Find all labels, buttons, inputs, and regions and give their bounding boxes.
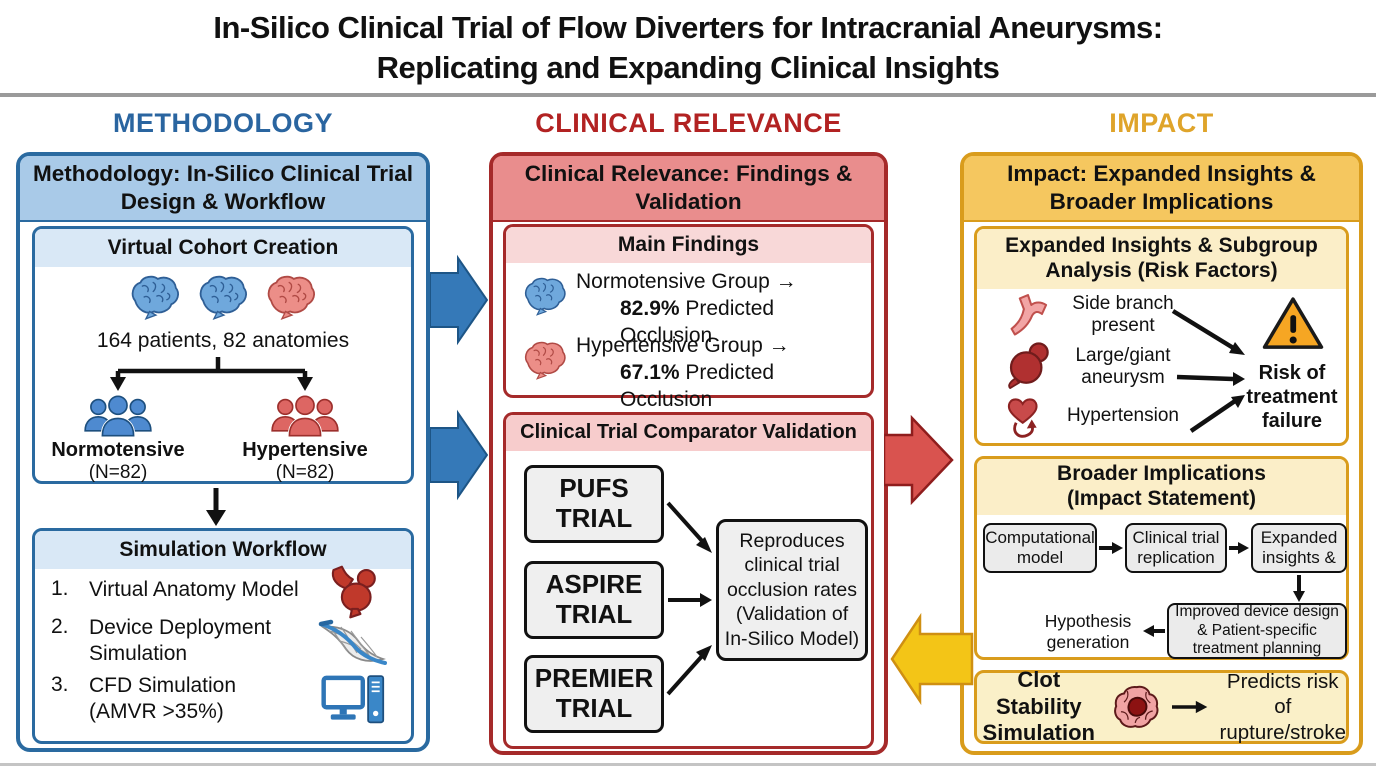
title-divider — [0, 93, 1376, 97]
broader-implications-panel: Broader Implications (Impact Statement) … — [974, 456, 1349, 660]
methodology-column-header: METHODOLOGY — [113, 108, 333, 138]
risk-factor-large-aneurysm: Large/giant aneurysm — [1075, 345, 1171, 388]
hypothesis-generation-text: Hypothesis generation — [1044, 611, 1132, 652]
clinical-column-header: CLINICAL RELEVANCE — [535, 108, 842, 138]
clinical-panel-title: Clinical Relevance: Findings & Validatio… — [493, 156, 884, 222]
finding-suffix: Predicted Occlusion — [620, 360, 775, 411]
brain-red-icon — [267, 275, 315, 320]
step-label: Device Deployment Simulation — [89, 616, 272, 666]
comparator-validation-panel: Clinical Trial Comparator Validation PUF… — [503, 412, 874, 749]
flow-box-clinical-trial-replication: Clinical trial replication — [1125, 523, 1227, 573]
brain-blue-icon — [524, 277, 566, 316]
finding-row-hypertensive: Hypertensive Group → 67.1% Predicted Occ… — [576, 333, 871, 414]
impact-to-clinical-feedback-arrow — [890, 612, 974, 706]
finding-value-line: 82.9% Predicted Occlusion — [576, 296, 871, 350]
methodology-to-clinical-arrow-bottom — [430, 409, 488, 501]
step-number: 3. — [51, 673, 69, 696]
step-label: CFD Simulation (AMVR >35%) — [89, 674, 237, 724]
large-aneurysm-icon — [1008, 342, 1049, 389]
page-title-line2: Replicating and Expanding Clinical Insig… — [376, 50, 1000, 85]
comparator-validation-title: Clinical Trial Comparator Validation — [506, 415, 871, 451]
finding-suffix: Predicted Occlusion — [620, 296, 775, 347]
risk-factor-side-branch: Side branch present — [1072, 293, 1174, 336]
risk-outcome-text: Risk of treatment failure — [1246, 362, 1338, 432]
group-n: (N=82) — [88, 462, 148, 483]
finding-group: Normotensive Group → — [576, 270, 797, 293]
finding-group: Hypertensive Group → — [576, 334, 790, 357]
broader-implications-title: Broader Implications (Impact Statement) — [977, 459, 1346, 515]
methodology-to-clinical-arrow-top — [430, 254, 488, 346]
impact-panel: Impact: Expanded Insights & Broader Impl… — [960, 152, 1363, 755]
aneurysm-icon — [331, 565, 376, 619]
validation-result-box: Reproduces clinical trial occlusion rate… — [716, 519, 868, 661]
impact-panel-title: Impact: Expanded Insights & Broader Impl… — [964, 156, 1359, 222]
warning-triangle-icon — [1262, 297, 1324, 349]
clot-stability-title: Clot Stability Simulation — [982, 667, 1095, 746]
cohort-split-arrow — [110, 357, 313, 391]
clinical-to-impact-arrow — [884, 414, 954, 506]
clot-stability-panel: Clot Stability Simulation Predicts risk … — [974, 667, 1349, 746]
risk-factor-hypertension: Hypertension — [1067, 405, 1179, 426]
step-number: 2. — [51, 615, 69, 638]
virtual-cohort-title: Virtual Cohort Creation — [35, 229, 411, 267]
group-normotensive-label: Normotensive (N=82) — [43, 439, 193, 484]
brain-blue-icon — [131, 275, 179, 320]
main-findings-title: Main Findings — [506, 227, 871, 263]
computer-icon — [321, 675, 385, 724]
finding-value: 82.9% — [620, 296, 680, 320]
flow-box-computational-model: Computational model — [983, 523, 1097, 573]
group-name: Normotensive — [51, 439, 185, 461]
simulation-workflow-title: Simulation Workflow — [35, 531, 411, 569]
clot-brain-icon — [1113, 685, 1159, 728]
finding-value-line: 67.1% Predicted Occlusion — [576, 360, 871, 414]
virtual-cohort-panel: Virtual Cohort Creation 1 — [32, 226, 414, 484]
hypertension-icon — [1007, 398, 1038, 438]
step-number: 1. — [51, 577, 69, 600]
flow-box-expanded-insights: Expanded insights & — [1251, 523, 1347, 573]
brain-blue-icon — [199, 275, 247, 320]
risk-factors-title: Expanded Insights & Subgroup Analysis (R… — [977, 229, 1346, 289]
clot-arrow — [1172, 700, 1208, 714]
cohort-caption: 164 patients, 82 anatomies — [96, 329, 350, 352]
main-findings-panel: Main Findings Normotensive Group → 82.9%… — [503, 224, 874, 411]
risk-factors-panel: Expanded Insights & Subgroup Analysis (R… — [974, 226, 1349, 446]
step-label: Virtual Anatomy Model — [89, 578, 299, 601]
group-name: Hypertensive — [242, 439, 368, 461]
brain-red-icon — [524, 341, 566, 380]
finding-row-normotensive: Normotensive Group → 82.9% Predicted Occ… — [576, 269, 871, 350]
cohort-to-workflow-arrow — [206, 488, 226, 526]
clot-result-text: Predicts risk of rupture/stroke — [1219, 669, 1346, 744]
people-group-red-icon — [271, 394, 339, 438]
trial-box-premier: PREMIER TRIAL — [524, 655, 664, 733]
flow-box-improved-design: Improved device design & Patient-specifi… — [1167, 603, 1347, 659]
simulation-workflow-panel: Simulation Workflow 1. Virtual Anatomy M… — [32, 528, 414, 744]
people-group-blue-icon — [84, 394, 152, 438]
clinical-relevance-panel: Clinical Relevance: Findings & Validatio… — [489, 152, 888, 755]
brain-icons-row — [35, 273, 411, 321]
impact-column-header: IMPACT — [1109, 108, 1214, 138]
group-n: (N=82) — [275, 462, 335, 483]
page-title-line1: In-Silico Clinical Trial of Flow Diverte… — [213, 10, 1163, 45]
group-hypertensive-label: Hypertensive (N=82) — [230, 439, 380, 484]
trial-box-aspire: ASPIRE TRIAL — [524, 561, 664, 639]
methodology-panel-title: Methodology: In-Silico Clinical Trial De… — [20, 156, 426, 222]
finding-value: 67.1% — [620, 360, 680, 384]
bottom-divider — [0, 763, 1376, 766]
side-branch-icon — [1010, 294, 1048, 336]
methodology-panel: Methodology: In-Silico Clinical Trial De… — [16, 152, 430, 752]
trial-box-pufs: PUFS TRIAL — [524, 465, 664, 543]
flow-diverter-stent-icon — [318, 619, 387, 665]
